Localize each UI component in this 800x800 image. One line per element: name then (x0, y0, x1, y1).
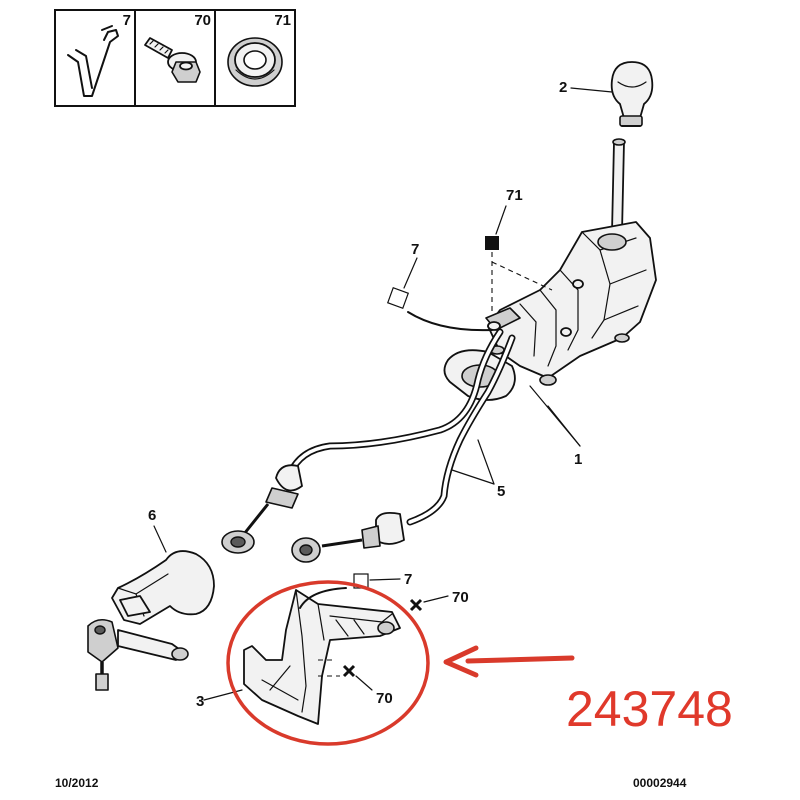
inset-label-70: 70 (194, 12, 211, 29)
highlight-arrow (465, 655, 575, 664)
callout-grommet: 71 (506, 187, 523, 204)
callout-clip-lower: 7 (404, 571, 412, 588)
callout-selector: 1 (574, 451, 582, 468)
footer-date: 10/2012 (55, 776, 99, 790)
clip-marker-top: 7 (386, 241, 493, 332)
gear-lever-rod (611, 138, 626, 233)
callout-clip-top: 7 (411, 241, 419, 258)
cable-end-upper (221, 464, 303, 554)
part-number-label: 243748 (566, 681, 733, 737)
callout-cables: 5 (497, 483, 505, 500)
support-bracket (203, 587, 401, 725)
grommet-icon (227, 37, 283, 87)
callout-knob: 2 (559, 79, 567, 96)
bolt-icon (144, 37, 201, 83)
gearbox-lever (87, 525, 215, 691)
callout-bracket: 3 (196, 693, 204, 710)
callout-bolt-lower: 70 (376, 690, 393, 707)
bolt-marker-lower (342, 664, 373, 691)
selector-housing (485, 221, 657, 386)
gear-cables (221, 328, 581, 563)
bolt-marker-upper (409, 595, 449, 612)
highlight-circle (226, 580, 430, 746)
callout-bolt-upper: 70 (452, 589, 469, 606)
callout-lever: 6 (148, 507, 156, 524)
inset-label-71: 71 (274, 12, 291, 29)
housing-grommet-marker: 71 (485, 187, 553, 312)
highlight-overlay: 243748 (226, 580, 733, 746)
gear-knob: 2 (559, 61, 654, 127)
cable-end-lower (291, 511, 405, 563)
inset-label-7: 7 (123, 12, 131, 29)
highlight-arrow-head (443, 645, 479, 678)
parts-inset-table: 7 70 71 (54, 9, 296, 107)
clip-icon (67, 25, 119, 97)
footer-code: 00002944 (633, 776, 687, 790)
